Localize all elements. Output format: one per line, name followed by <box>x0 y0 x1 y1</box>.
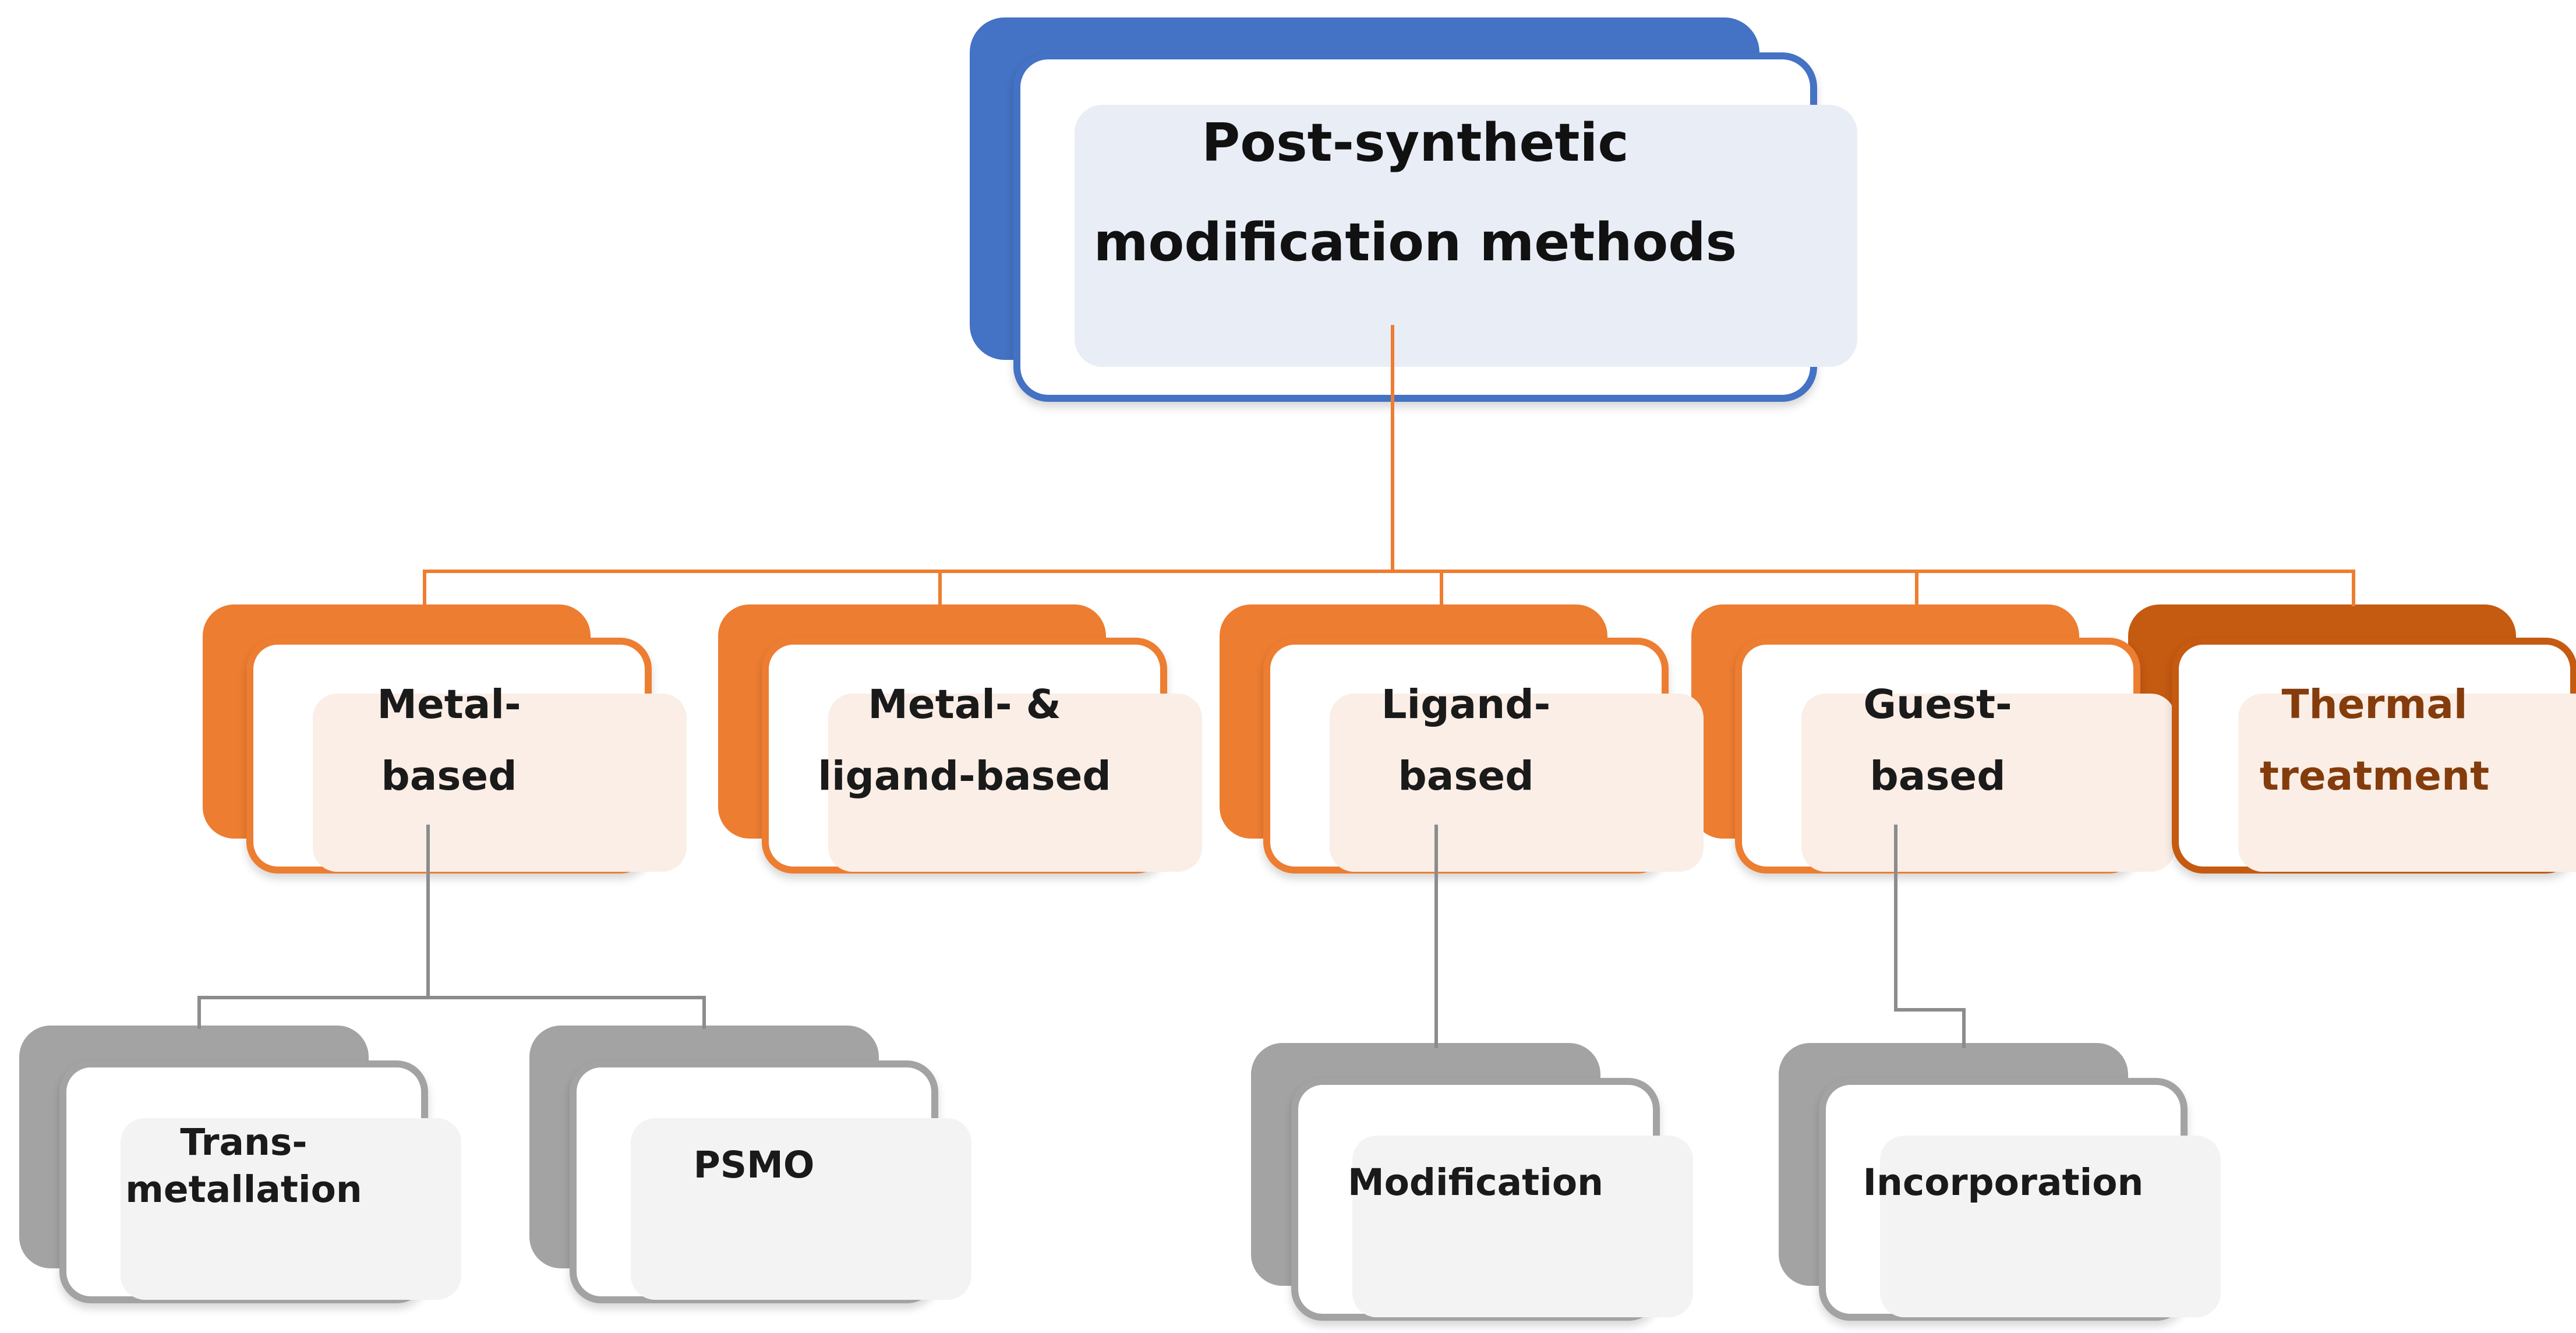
node-ligand-based-line1: Ligand- <box>1381 682 1551 728</box>
node-ligand-based-label: Ligand- based <box>1279 653 1653 832</box>
node-thermal-treatment-card <box>2172 638 2576 874</box>
connector-drop-guest <box>1915 571 1918 606</box>
node-metal-based-line2: based <box>381 755 517 800</box>
node-root-label: Post-synthetic modification methods <box>1024 63 1807 325</box>
node-root-label-line2: modification methods <box>1093 213 1737 274</box>
connector-drop-ligand <box>1440 571 1443 606</box>
node-thermal-treatment-label: Thermal treatment <box>2188 653 2561 832</box>
node-psmo-label: PSMO <box>584 1076 924 1258</box>
node-thermal-treatment-tint <box>2238 694 2576 872</box>
node-trans-metallation-label: Trans- metallation <box>73 1076 414 1258</box>
node-root-card <box>1013 52 1857 402</box>
node-guest-based-label: Guest- based <box>1751 653 2125 832</box>
node-psmo-card <box>570 1060 971 1303</box>
node-trans-metallation-card <box>59 1060 461 1303</box>
node-metal-based-card <box>246 638 687 874</box>
node-thermal-treatment-line2: treatment <box>2259 755 2490 800</box>
connector-guest-elbow-h <box>1894 1008 1964 1011</box>
connector-root-stem <box>1391 325 1394 570</box>
node-metal-ligand-based-line2: ligand-based <box>818 755 1111 800</box>
node-modification-card <box>1291 1078 1693 1321</box>
node-modification: Modification <box>1251 1043 1693 1321</box>
node-thermal-treatment-line1: Thermal <box>2281 682 2468 728</box>
node-ligand-based-card <box>1263 638 1704 874</box>
node-thermal-treatment: Thermal treatment <box>2128 604 2576 874</box>
node-trans-metallation-line1: Trans- <box>180 1121 308 1164</box>
node-root-label-line1: Post-synthetic <box>1202 114 1629 175</box>
node-metal-based-label: Metal- based <box>262 653 636 832</box>
connector-metal-rail <box>197 996 704 999</box>
node-guest-based-tint <box>1801 694 2175 872</box>
node-psmo-line1: PSMO <box>693 1145 815 1187</box>
connector-drop-psmo <box>702 996 705 1029</box>
connector-level2-rail <box>423 570 2355 573</box>
node-trans-metallation-line2: metallation <box>125 1169 362 1211</box>
node-trans-metallation-tint <box>121 1118 461 1300</box>
node-modification-line1: Modification <box>1347 1162 1604 1205</box>
node-metal-ligand-based-line1: Metal- & <box>868 682 1061 728</box>
node-guest-based-line2: based <box>1870 755 2006 800</box>
node-ligand-based: Ligand- based <box>1220 604 1704 874</box>
node-guest-based-card <box>1735 638 2175 874</box>
node-post-synthetic-modification-methods: Post-synthetic modification methods <box>970 17 1857 402</box>
node-metal-ligand-based-label: Metal- & ligand-based <box>778 653 1151 832</box>
node-metal-ligand-based: Metal- & ligand-based <box>718 604 1202 874</box>
node-psmo: PSMO <box>529 1026 971 1303</box>
node-incorporation-label: Incorporation <box>1833 1094 2174 1275</box>
node-metal-based-tint <box>313 694 687 872</box>
node-ligand-based-tint <box>1330 694 1704 872</box>
node-metal-ligand-based-tint <box>828 694 1202 872</box>
connector-drop-thermal <box>2352 571 2355 606</box>
node-metal-ligand-based-card <box>762 638 1202 874</box>
node-psmo-tint <box>631 1118 971 1300</box>
node-incorporation: Incorporation <box>1779 1043 2221 1321</box>
connector-metal-stem <box>426 825 429 996</box>
node-root-tint <box>1075 105 1857 367</box>
node-incorporation-card <box>1819 1078 2221 1321</box>
node-guest-based-line1: Guest- <box>1863 682 2012 728</box>
connector-drop-metal <box>423 571 426 606</box>
connector-guest-elbow-v <box>1962 1008 1965 1048</box>
connector-ligand-stem <box>1434 825 1437 1048</box>
node-incorporation-tint <box>1880 1136 2221 1317</box>
node-trans-metallation: Trans- metallation <box>19 1026 461 1303</box>
node-modification-tint <box>1352 1136 1693 1317</box>
node-ligand-based-line2: based <box>1398 755 1534 800</box>
node-guest-based: Guest- based <box>1691 604 2175 874</box>
connector-drop-metal-ligand <box>938 571 942 606</box>
node-metal-based-line1: Metal- <box>377 682 521 728</box>
node-modification-label: Modification <box>1305 1094 1646 1275</box>
node-incorporation-line1: Incorporation <box>1863 1162 2144 1205</box>
connector-guest-stem <box>1894 825 1897 1010</box>
node-metal-based: Metal- based <box>203 604 687 874</box>
connector-drop-trans <box>197 996 200 1029</box>
